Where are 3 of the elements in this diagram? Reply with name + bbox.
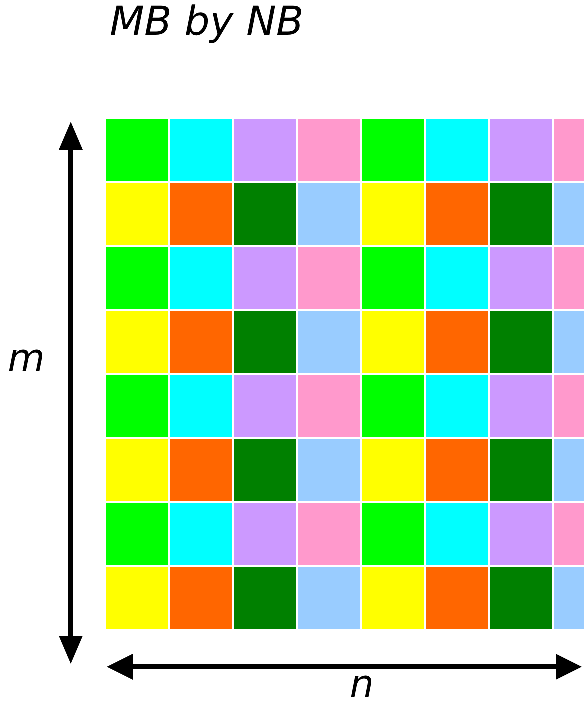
title: MB by NB	[110, 0, 304, 44]
dimension-label: m	[8, 338, 46, 378]
dimension-label: n	[350, 664, 374, 704]
